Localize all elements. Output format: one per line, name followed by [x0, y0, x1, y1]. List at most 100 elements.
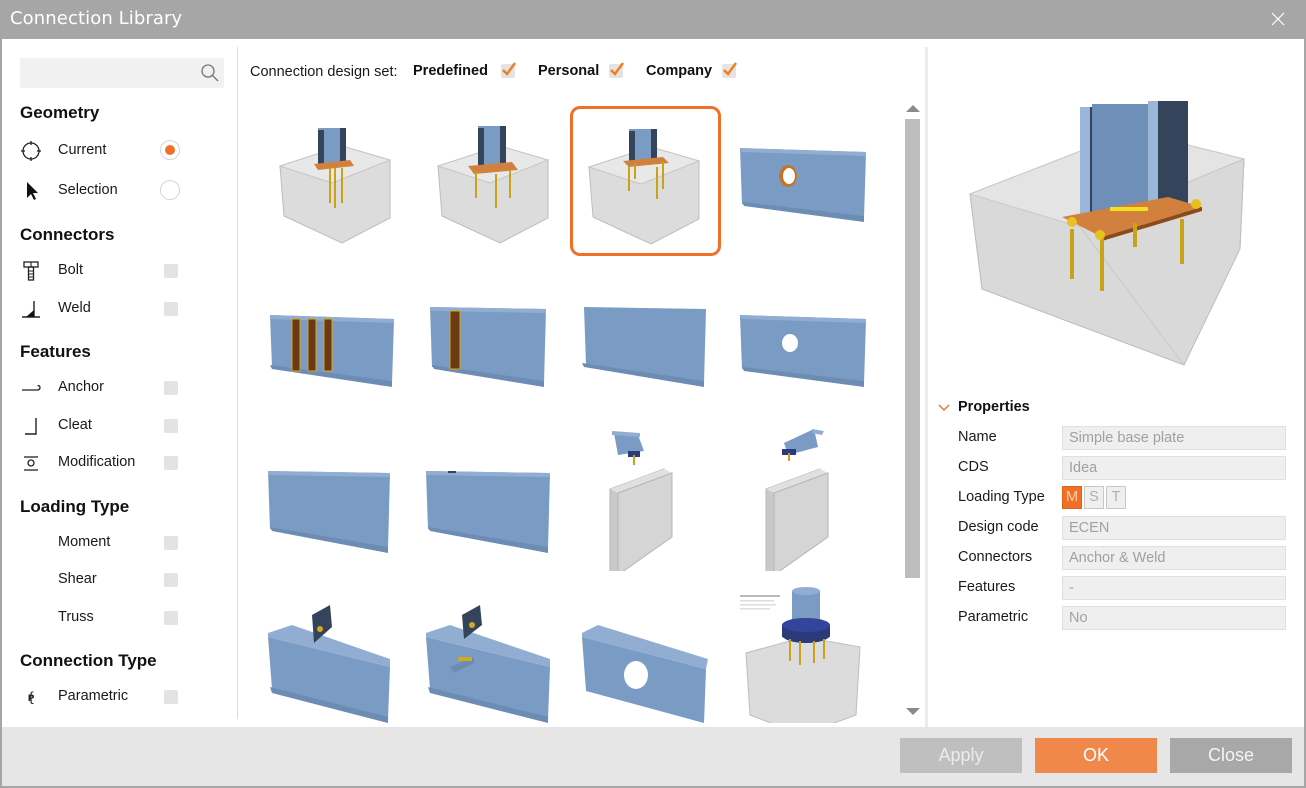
loading-type-moment[interactable]: M [1062, 486, 1082, 509]
connection-template-grid [252, 103, 892, 723]
crosshair-icon [21, 141, 41, 161]
template-tile[interactable] [734, 425, 880, 571]
modification-checkbox[interactable] [164, 456, 178, 470]
design-set-personal[interactable]: Personal [538, 62, 624, 79]
properties-header[interactable]: Properties [938, 399, 1298, 421]
template-tile[interactable] [420, 425, 566, 571]
cursor-arrow-icon [27, 182, 38, 200]
selection-radio[interactable] [160, 180, 180, 200]
plain-beam-thumbnail [582, 307, 706, 387]
template-tile[interactable] [578, 425, 724, 571]
base-plate-thumbnail [278, 128, 392, 244]
property-label: Loading Type [958, 489, 1045, 505]
arrow-up-icon[interactable] [906, 105, 920, 112]
property-label: Name [958, 429, 997, 445]
window-title: Connection Library [10, 8, 183, 29]
current-radio[interactable] [160, 140, 180, 160]
connectors-field: Anchor & Weld [1062, 546, 1286, 570]
template-tile[interactable] [420, 108, 566, 254]
template-tile[interactable] [262, 108, 408, 254]
close-icon[interactable] [1270, 11, 1286, 27]
filter-anchor[interactable]: Anchor [20, 376, 190, 400]
filter-current[interactable]: Current [20, 139, 190, 163]
template-tile[interactable] [262, 585, 408, 723]
template-tile[interactable] [578, 585, 724, 723]
ok-button[interactable]: OK [1035, 738, 1157, 773]
beam-fin-plate-bracket-thumbnail [426, 605, 550, 723]
section-features: Features [20, 342, 91, 361]
beam-notched-thumbnail [268, 471, 390, 553]
filter-label: Cleat [58, 417, 92, 433]
filter-label: Bolt [58, 262, 83, 278]
template-tile[interactable] [578, 263, 724, 409]
filter-bolt[interactable]: Bolt [20, 259, 190, 283]
personal-checkbox[interactable] [609, 62, 624, 78]
filter-label: Truss [58, 609, 94, 625]
design-set-predefined[interactable]: Predefined [413, 62, 516, 79]
weld-icon [22, 301, 40, 318]
property-label: Parametric [958, 609, 1029, 625]
apply-button[interactable]: Apply [900, 738, 1022, 773]
weld-checkbox[interactable] [164, 302, 178, 316]
template-tile[interactable] [420, 263, 566, 409]
cleat-icon [25, 418, 37, 435]
scrollbar-thumb[interactable] [905, 119, 920, 578]
bolt-checkbox[interactable] [164, 264, 178, 278]
features-field: - [1062, 576, 1286, 600]
filter-label: Current [58, 142, 107, 158]
arrow-down-icon[interactable] [906, 708, 920, 715]
predefined-checkbox[interactable] [501, 62, 516, 78]
company-checkbox[interactable] [722, 62, 737, 78]
search-input[interactable] [20, 58, 190, 88]
close-button[interactable]: Close [1170, 738, 1292, 773]
chevron-down-icon[interactable] [938, 404, 950, 412]
truss-checkbox[interactable] [164, 611, 178, 625]
design-set-company[interactable]: Company [646, 62, 737, 79]
option-label: Company [646, 63, 713, 79]
panel-divider [925, 47, 928, 727]
name-field: Simple base plate [1062, 426, 1286, 450]
template-tile[interactable] [420, 585, 566, 723]
template-tile[interactable] [734, 263, 880, 409]
check-icon [502, 62, 516, 76]
filter-truss[interactable]: Truss [20, 606, 190, 630]
parametric-checkbox[interactable] [164, 690, 178, 704]
template-scrollbar[interactable] [902, 101, 924, 721]
template-tile[interactable] [262, 263, 408, 409]
filter-parametric[interactable]: { P Parametric [20, 685, 190, 709]
filter-cleat[interactable]: Cleat [20, 414, 190, 438]
property-design-code: Design code ECEN [958, 516, 1288, 540]
filter-modification[interactable]: Modification [20, 451, 190, 475]
simple-base-plate-thumbnail [587, 129, 701, 245]
template-tile-selected[interactable] [570, 106, 721, 256]
shear-checkbox[interactable] [164, 573, 178, 587]
property-label: Features [958, 579, 1016, 595]
option-label: Predefined [413, 63, 488, 79]
filter-shear[interactable]: Shear [20, 568, 190, 592]
design-code-field: ECEN [1062, 516, 1286, 540]
cleat-checkbox[interactable] [164, 419, 178, 433]
filter-moment[interactable]: Moment [20, 531, 190, 555]
template-tile[interactable] [262, 425, 408, 571]
parametric-field: No [1062, 606, 1286, 630]
circular-column-base-thumbnail [740, 587, 861, 723]
loading-type-truss[interactable]: T [1106, 486, 1126, 509]
filter-weld[interactable]: Weld [20, 297, 190, 321]
moment-checkbox[interactable] [164, 536, 178, 550]
cds-field: Idea [1062, 456, 1286, 480]
property-label: Connectors [958, 549, 1033, 565]
property-label: CDS [958, 459, 989, 475]
search-icon[interactable] [200, 63, 220, 83]
anchor-checkbox[interactable] [164, 381, 178, 395]
template-tile[interactable] [734, 108, 880, 254]
beam-opening-reinforced-thumbnail [740, 148, 866, 222]
modification-icon [24, 456, 38, 471]
property-connectors: Connectors Anchor & Weld [958, 546, 1288, 570]
loading-type-shear[interactable]: S [1084, 486, 1104, 509]
template-tile[interactable] [734, 585, 880, 723]
filter-selection[interactable]: Selection [20, 179, 190, 203]
base-plate-stiffeners-thumbnail [436, 126, 550, 244]
filter-label: Selection [58, 182, 118, 198]
beam-to-wall-thumbnail [609, 431, 673, 571]
